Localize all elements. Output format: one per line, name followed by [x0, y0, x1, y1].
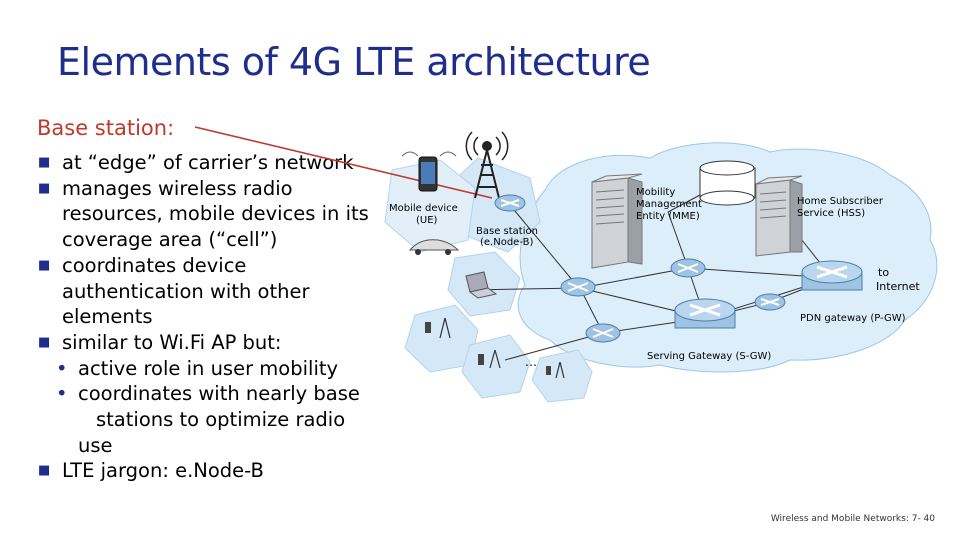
laptop-icon [465, 271, 498, 299]
hss-server-icon [755, 175, 803, 257]
pointer-line [194, 126, 493, 199]
cell-hexagon [384, 159, 476, 253]
square-bullet-icon: ■ [38, 463, 51, 479]
to-label: to [878, 266, 890, 279]
small-phone-icon [425, 322, 551, 375]
enodeb-router-icon [494, 194, 526, 212]
pdn-gateway-label: PDN gateway (P-GW) [800, 313, 906, 324]
sub-bullet-item: •active role in user mobility [56, 356, 339, 380]
enodeb-label: (e.Node-B) [480, 237, 534, 248]
base-station-heading: Base station: [37, 116, 175, 140]
mme-label-3: Entity (MME) [636, 211, 700, 222]
square-bullet-icon: ■ [38, 155, 51, 170]
ue-label: (UE) [416, 215, 438, 226]
router-icon [754, 293, 786, 311]
mobile-phone-icon [401, 151, 457, 192]
bullet-item: ■similar to Wi.Fi AP but: [38, 330, 282, 354]
small-tower-icon [439, 317, 565, 379]
bullet-item: ■LTE jargon: e.Node-B [38, 459, 264, 483]
mme-label-1: Mobility [636, 187, 676, 198]
dot-bullet-icon: • [56, 382, 68, 406]
database-icon [699, 160, 756, 206]
slide-footer: Wireless and Mobile Networks: 7- 40 [770, 514, 935, 524]
cell-hexagon [531, 349, 593, 403]
mme-server-icon [591, 173, 643, 269]
base-station-tower-icon [465, 131, 509, 199]
ellipsis-label: … [525, 355, 537, 369]
bullet-item: ■at “edge” of carrier’s network [38, 151, 354, 174]
bullet-list: ■at “edge” of carrier’s network ■manages… [38, 150, 378, 484]
pdn-gateway-router-icon [801, 260, 863, 291]
cell-hexagon [461, 334, 531, 399]
square-bullet-icon: ■ [38, 334, 51, 350]
square-bullet-icon: ■ [38, 180, 51, 196]
router-icon [585, 323, 621, 343]
serving-gateway-router-icon [674, 298, 736, 329]
serving-gateway-label: Serving Gateway (S-GW) [647, 351, 772, 362]
base-station-label: Base station [476, 226, 538, 237]
dot-bullet-icon: • [56, 356, 68, 380]
square-bullet-icon: ■ [38, 257, 51, 273]
hss-label-2: Service (HSS) [797, 208, 866, 219]
router-icon [560, 277, 596, 297]
mobile-device-label: Mobile device [389, 203, 458, 214]
car-icon [408, 239, 460, 255]
mme-label-2: Management [636, 199, 702, 210]
hss-label-1: Home Subscriber [797, 196, 883, 207]
page-title: Elements of 4G LTE architecture [57, 40, 651, 84]
router-icon [670, 258, 706, 278]
internet-label: Internet [876, 280, 920, 293]
